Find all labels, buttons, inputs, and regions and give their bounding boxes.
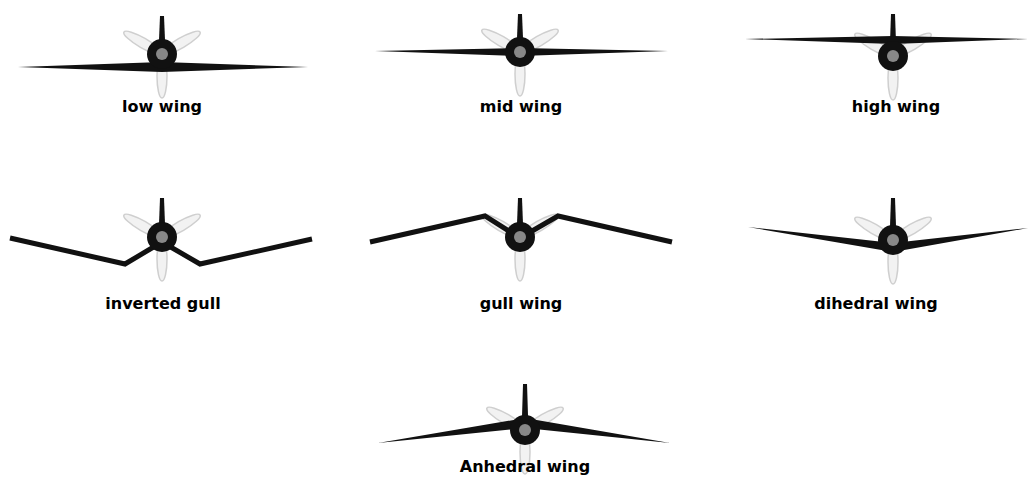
- mid-wing-plane: [375, 0, 668, 100]
- wing-type-label: high wing: [852, 97, 940, 117]
- wing-type-label: Anhedral wing: [460, 457, 590, 477]
- wing-type-label: mid wing: [480, 97, 562, 117]
- high-wing-plane: [745, 0, 1028, 104]
- wing-type-label: low wing: [122, 97, 202, 117]
- wing-type-label: dihedral wing: [814, 294, 937, 314]
- low-wing-plane: [18, 0, 308, 102]
- inverted-gull-plane: [10, 180, 312, 285]
- wing-type-label: inverted gull: [105, 294, 220, 314]
- dihedral-wing-plane: [748, 183, 1028, 288]
- anhedral-wing-plane: [378, 373, 670, 478]
- gull-wing-plane: [370, 180, 672, 285]
- wing-type-label: gull wing: [480, 294, 563, 314]
